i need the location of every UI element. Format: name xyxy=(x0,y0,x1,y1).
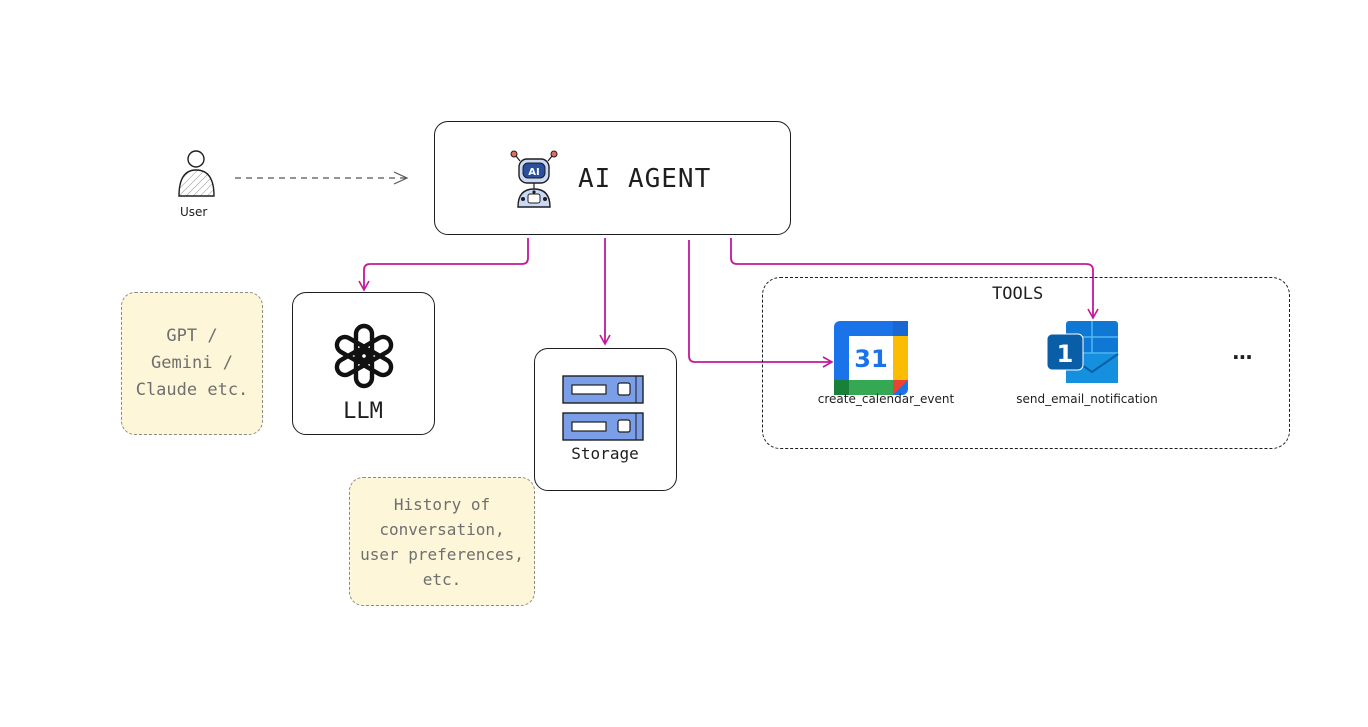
llm-note: GPT / Gemini / Claude etc. xyxy=(121,292,263,435)
storage-node[interactable]: Storage xyxy=(534,348,677,491)
storage-note: History of conversation, user preference… xyxy=(349,477,535,606)
outlook-icon-text: 1 xyxy=(1057,340,1074,368)
user-node: User xyxy=(170,148,226,224)
server-icon xyxy=(562,375,644,441)
user-label: User xyxy=(180,205,208,219)
robot-icon-text: AI xyxy=(528,167,539,178)
agent-label: AI AGENT xyxy=(578,164,712,194)
outlook-icon: 1 xyxy=(1046,321,1119,383)
openai-logo-icon xyxy=(334,323,394,389)
tools-more-indicator: ... xyxy=(1232,340,1253,364)
tool-create-calendar-event[interactable]: 31 create_calendar_event xyxy=(800,318,972,410)
google-calendar-icon: 31 xyxy=(834,321,908,395)
tool-calendar-label: create_calendar_event xyxy=(817,392,955,406)
storage-label: Storage xyxy=(571,444,639,463)
tools-group xyxy=(762,277,1290,449)
calendar-icon-text: 31 xyxy=(854,345,887,373)
llm-node[interactable]: LLM xyxy=(292,292,435,435)
tool-email-label: send_email_notification xyxy=(1016,392,1158,406)
tool-send-email-notification[interactable]: 1 send_email_notification xyxy=(1002,318,1172,410)
robot-icon: AI xyxy=(510,150,558,208)
agent-to-calendar-arrow xyxy=(688,240,834,368)
tools-title: TOOLS xyxy=(992,284,1044,304)
agent-node[interactable]: AI AI AGENT xyxy=(434,121,791,235)
llm-label: LLM xyxy=(343,399,383,424)
agent-to-llm-arrow xyxy=(358,238,529,292)
agent-to-email-arrow xyxy=(730,238,1099,320)
user-icon xyxy=(178,150,215,197)
